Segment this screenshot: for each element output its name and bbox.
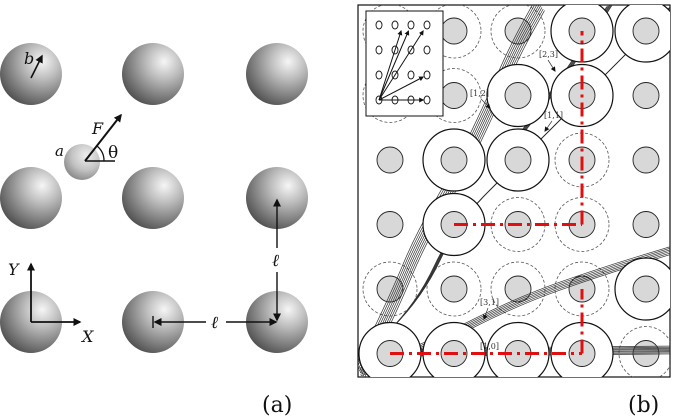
direction-inset — [365, 10, 444, 117]
inset-lattice-point — [423, 20, 431, 30]
direction-label-2-3: [2,3] — [539, 50, 558, 59]
exclusion-circle — [426, 5, 482, 59]
panel-b: [2,3] [1,2] [1,1] [3,1] [1,0] (b) — [357, 4, 671, 418]
obstacle — [376, 211, 404, 238]
theta-label: θ — [108, 143, 118, 163]
red-lattice-paths — [390, 31, 584, 355]
force-arrow — [84, 113, 122, 162]
obstacle — [440, 82, 468, 109]
obstacle-sphere — [122, 167, 184, 229]
spacing-label-horizontal: ℓ — [211, 313, 218, 333]
spacing-label-vertical: ℓ — [272, 251, 279, 271]
panel-a-label: (a) — [262, 393, 292, 418]
inset-lattice-point — [375, 20, 383, 30]
obstacle — [632, 82, 660, 109]
obstacle — [632, 275, 660, 303]
particle-radius-a-label: a — [55, 142, 64, 160]
obstacle-sphere — [246, 43, 308, 105]
radius-b-label: b — [24, 49, 34, 68]
exclusion-circle — [426, 261, 482, 317]
inset-lattice-point — [375, 45, 383, 55]
inset-direction-arrow — [378, 30, 403, 101]
inset-direction-arrow — [378, 30, 424, 101]
direction-label-1-1: [1,1] — [544, 111, 563, 120]
obstacle — [504, 146, 532, 174]
obstacle — [632, 146, 660, 174]
inset-lattice-point — [423, 70, 431, 80]
inset-lattice-point — [423, 95, 431, 105]
leader-1-2 — [480, 98, 491, 109]
inset-lattice-point — [407, 20, 415, 30]
direction-labels: [2,3] [1,2] [1,1] [3,1] [1,0] — [470, 50, 563, 351]
coordinate-axes: Y X — [8, 260, 94, 346]
obstacle — [632, 340, 660, 367]
obstacle — [376, 146, 404, 174]
obstacle-sphere — [246, 167, 308, 229]
theta-arc — [96, 145, 105, 162]
obstacle — [504, 82, 532, 109]
direction-label-1-0: [1,0] — [480, 342, 499, 351]
y-axis-label: Y — [8, 260, 20, 279]
obstacle — [440, 17, 468, 45]
lattice-spacing-horizontal: ℓ — [152, 313, 278, 333]
obstacle-sphere — [0, 43, 62, 105]
exclusion-circle — [618, 326, 670, 377]
direction-label-3-1: [3,1] — [480, 298, 499, 307]
obstacle — [440, 275, 468, 303]
inset-lattice-point — [391, 20, 399, 30]
obstacle — [376, 275, 404, 303]
obstacle — [632, 17, 660, 45]
leader-2-3 — [547, 59, 556, 72]
force-label: F — [91, 119, 104, 138]
lattice-spacing-vertical: ℓ — [272, 198, 281, 322]
particle-contact-circles — [358, 5, 670, 377]
obstacle — [632, 211, 660, 238]
inset-direction-arrow — [378, 30, 410, 101]
exclusion-circle — [426, 68, 482, 123]
exclusion-circle — [490, 5, 546, 59]
leader-1-1 — [544, 120, 553, 132]
x-axis-label: X — [80, 327, 94, 346]
leader-3-1 — [483, 307, 489, 320]
inset-direction-arrow — [378, 76, 425, 101]
obstacle-sphere — [122, 43, 184, 105]
panel-a: b a F θ Y X ℓ ℓ (a) — [0, 43, 308, 418]
obstacle-sphere — [0, 167, 62, 229]
obstacle-sphere-lattice — [0, 43, 308, 353]
inset-direction-arrows — [378, 30, 425, 103]
panel-b-label: (b) — [628, 393, 659, 418]
obstacle — [440, 146, 468, 174]
inset-lattice-point — [375, 70, 383, 80]
inset-lattice-point — [423, 45, 431, 55]
direction-label-1-2: [1,2] — [470, 89, 489, 98]
inset-lattice-point — [407, 70, 415, 80]
radius-b-arrow — [30, 54, 43, 79]
